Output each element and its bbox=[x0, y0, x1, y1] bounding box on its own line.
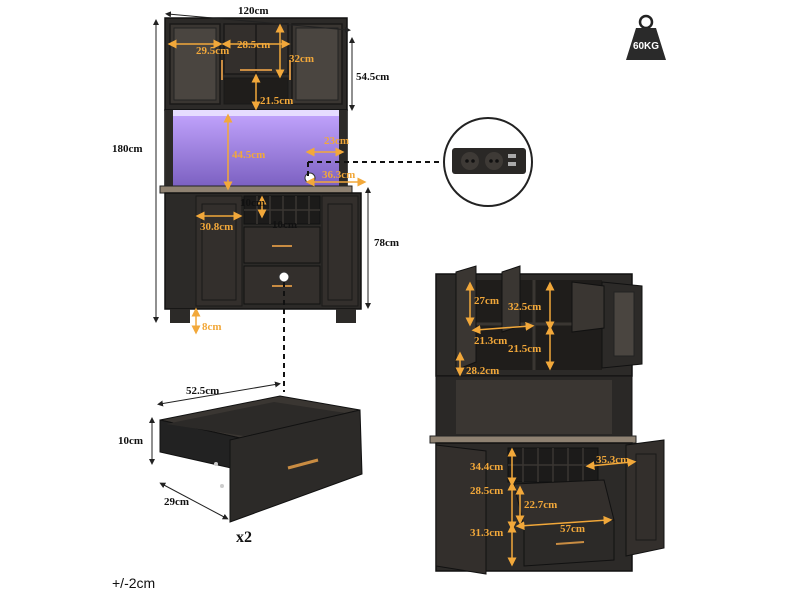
socket-offset-label: 36.3cm bbox=[322, 169, 356, 181]
glass-door-width-label: 29.5cm bbox=[196, 45, 230, 57]
side-gap-label: 23cm bbox=[324, 135, 350, 147]
power-socket-detail bbox=[443, 117, 533, 207]
drawer-depth-label: 29cm bbox=[164, 496, 190, 508]
open-view-cabinet bbox=[429, 265, 665, 575]
top-cabinet-height-label: 54.5cm bbox=[356, 71, 390, 83]
lower-shelf-height-label: 21.5cm bbox=[260, 95, 294, 107]
cabinet-shelf-height-2-label: 31.3cm bbox=[470, 527, 504, 539]
cabinet-shelf-height-1-label: 28.5cm bbox=[470, 485, 504, 497]
drawer-width-inner-label: 57cm bbox=[560, 523, 586, 535]
countertop bbox=[159, 185, 353, 194]
led-space-height-label: 44.5cm bbox=[232, 149, 266, 161]
drawer-callout-dot bbox=[278, 271, 290, 283]
tolerance-note: +/-2cm bbox=[112, 575, 156, 591]
shelf-height-label: 32cm bbox=[289, 53, 315, 65]
side-cabinet-width-label: 30.8cm bbox=[200, 221, 234, 233]
glass-cabinet-width-label: 28.2cm bbox=[466, 365, 500, 377]
quantity-label: x2 bbox=[236, 529, 252, 546]
drawer-inner-height-label: 22.7cm bbox=[524, 499, 558, 511]
leg-height-label: 8cm bbox=[202, 321, 222, 333]
side-shelf-width-label: 35.3cm bbox=[596, 454, 630, 466]
wine-cell-width-label: 10cm bbox=[240, 197, 266, 209]
glass-shelf-width-label: 21.3cm bbox=[474, 335, 508, 347]
drawer-height-label: 10cm bbox=[118, 435, 144, 447]
wine-cell-height-label: 10cm bbox=[272, 219, 298, 231]
center-shelf-height-label: 32.5cm bbox=[508, 301, 542, 313]
weight-capacity-label: 60KG bbox=[632, 41, 660, 52]
upper-shelf-height-label: 27cm bbox=[474, 295, 500, 307]
wine-rack bbox=[243, 195, 321, 225]
base-cabinet-height-label: 78cm bbox=[374, 237, 400, 249]
drawer-detail bbox=[159, 395, 363, 523]
total-height-label: 180cm bbox=[112, 143, 143, 155]
weight-icon bbox=[626, 14, 666, 60]
open-shelf-width-label: 28.5cm bbox=[237, 39, 271, 51]
drawer-width-label: 52.5cm bbox=[186, 385, 220, 397]
center-lower-height-label: 21.5cm bbox=[508, 343, 542, 355]
wine-rack-height-label: 34.4cm bbox=[470, 461, 504, 473]
total-width-label: 120cm bbox=[238, 5, 269, 17]
